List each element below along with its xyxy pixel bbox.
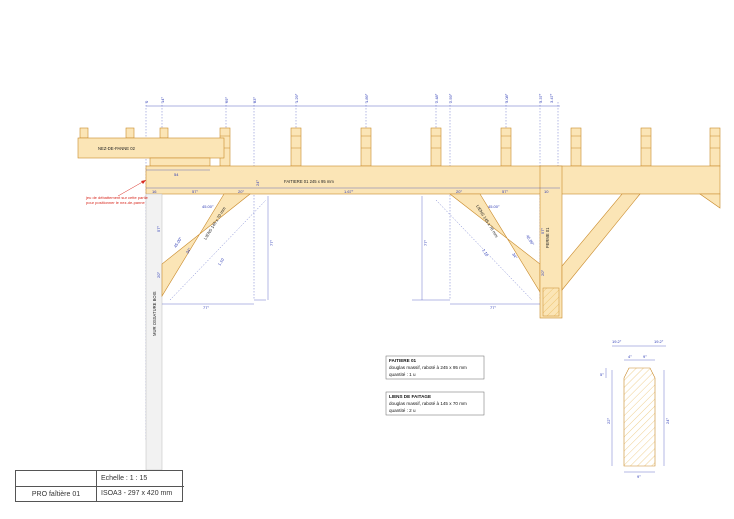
dim-57b: 57° (502, 189, 508, 194)
dim-77b: 77° (423, 240, 428, 246)
dim-top-6: 2.48° (434, 93, 439, 103)
dim-110a: 1.10 (217, 257, 226, 267)
dim-34b: 34° (511, 252, 519, 260)
section-bottom: 9° (637, 474, 641, 479)
label-nez-de-panne: NEZ-DE-PANNE 02 (98, 146, 136, 151)
spec-box-liens: LIENS DE FAITAGE douglas massif, raboté … (385, 391, 485, 416)
faitiere-beam: FAITIERE 01 245 x 95 mm (145, 165, 721, 195)
dim-top-4: 1.29° (294, 93, 299, 103)
nez-de-panne: NEZ-DE-PANNE 02 (77, 127, 225, 167)
dim-34a: 34° (185, 246, 193, 254)
spec-faitiere-line2: quantité : 1 u (389, 372, 416, 377)
dim-top-1: 14° (160, 97, 165, 103)
dim-20b: 20° (456, 189, 462, 194)
section-top-left: 19.2° (612, 339, 622, 344)
section-right: 24° (665, 418, 670, 424)
angle-45-3: 45.00° (488, 204, 500, 209)
dim-20c: 20° (156, 272, 161, 278)
angle-45-2: 45.00° (173, 236, 184, 249)
dim-top-5: 1.89° (364, 93, 369, 103)
dim-top-0: 0 (144, 100, 149, 103)
spec-faitiere-title: FAITIERE 01 (389, 358, 417, 363)
dim-16: 16 (152, 189, 157, 194)
spec-liens-line2: quantité : 2 u (389, 408, 416, 413)
section-a: 4° (628, 354, 632, 359)
dim-top-7: 2.59° (448, 93, 453, 103)
dim-57c: 57° (156, 226, 161, 232)
dim-77d: 77° (490, 305, 496, 310)
spec-liens-line1: douglas massif, raboté à 145 x 70 mm (389, 401, 467, 406)
section-left: 22° (606, 418, 611, 424)
label-faitiere: FAITIERE 01 245 x 95 mm (284, 179, 334, 184)
dimension-lines (146, 169, 560, 305)
dim-54: 54 (174, 172, 179, 177)
dim-top-2: 69° (224, 97, 229, 103)
rafters (219, 127, 721, 167)
ferme: FERME 01 (539, 165, 721, 319)
dim-110b: 1.10 (481, 248, 490, 258)
title-format: ISOA3 - 297 x 420 mm (96, 486, 184, 502)
title-name: PRO faîtière 01 (16, 486, 96, 502)
dim-77c: 77° (203, 305, 209, 310)
red-annotation: jeu de débattement sur cette partie pour… (85, 179, 149, 205)
dim-top-8: 3.08° (504, 93, 509, 103)
section-c: 5° (600, 372, 604, 377)
dim-167: 1.67° (344, 189, 354, 194)
dim-57d: 57° (540, 228, 545, 234)
title-scale: Echelle : 1 : 15 (96, 471, 184, 487)
note-line-1: jeu de débattement sur cette partie (85, 195, 149, 200)
angle-45-4: 45.00° (525, 234, 536, 247)
section-b: 9° (643, 354, 647, 359)
dim-top-10: 3.47° (549, 93, 554, 103)
angle-45-1: 45.00° (202, 204, 214, 209)
dim-24: 24° (255, 180, 260, 186)
note-line-2: pour positionner le nez-de-panne (86, 200, 145, 205)
beam-section: 19.2° 19.2° 4° 9° 5° 22° 24° 9° (600, 339, 670, 479)
dim-top-3: 83° (252, 97, 257, 103)
spec-faitiere-line1: douglas massif, raboté à 245 x 95 mm (389, 365, 467, 370)
dim-10: 10 (544, 189, 549, 194)
spec-box-faitiere: FAITIERE 01 douglas massif, raboté à 245… (385, 355, 485, 380)
dim-20d: 20° (540, 270, 545, 276)
label-ferme: FERME 01 (545, 227, 550, 248)
dim-77a: 77° (269, 240, 274, 246)
dim-top-9: 3.37° (538, 93, 543, 103)
spec-liens-title: LIENS DE FAITAGE (389, 394, 431, 399)
label-mur: MUR OSSATURE BOIS (152, 291, 157, 336)
section-top-right: 19.2° (654, 339, 664, 344)
wall-column: MUR OSSATURE BOIS (145, 193, 163, 471)
title-block: Echelle : 1 : 15 PRO faîtière 01 ISOA3 -… (15, 470, 184, 502)
dim-57a: 57° (192, 189, 198, 194)
dim-20a: 20° (238, 189, 244, 194)
